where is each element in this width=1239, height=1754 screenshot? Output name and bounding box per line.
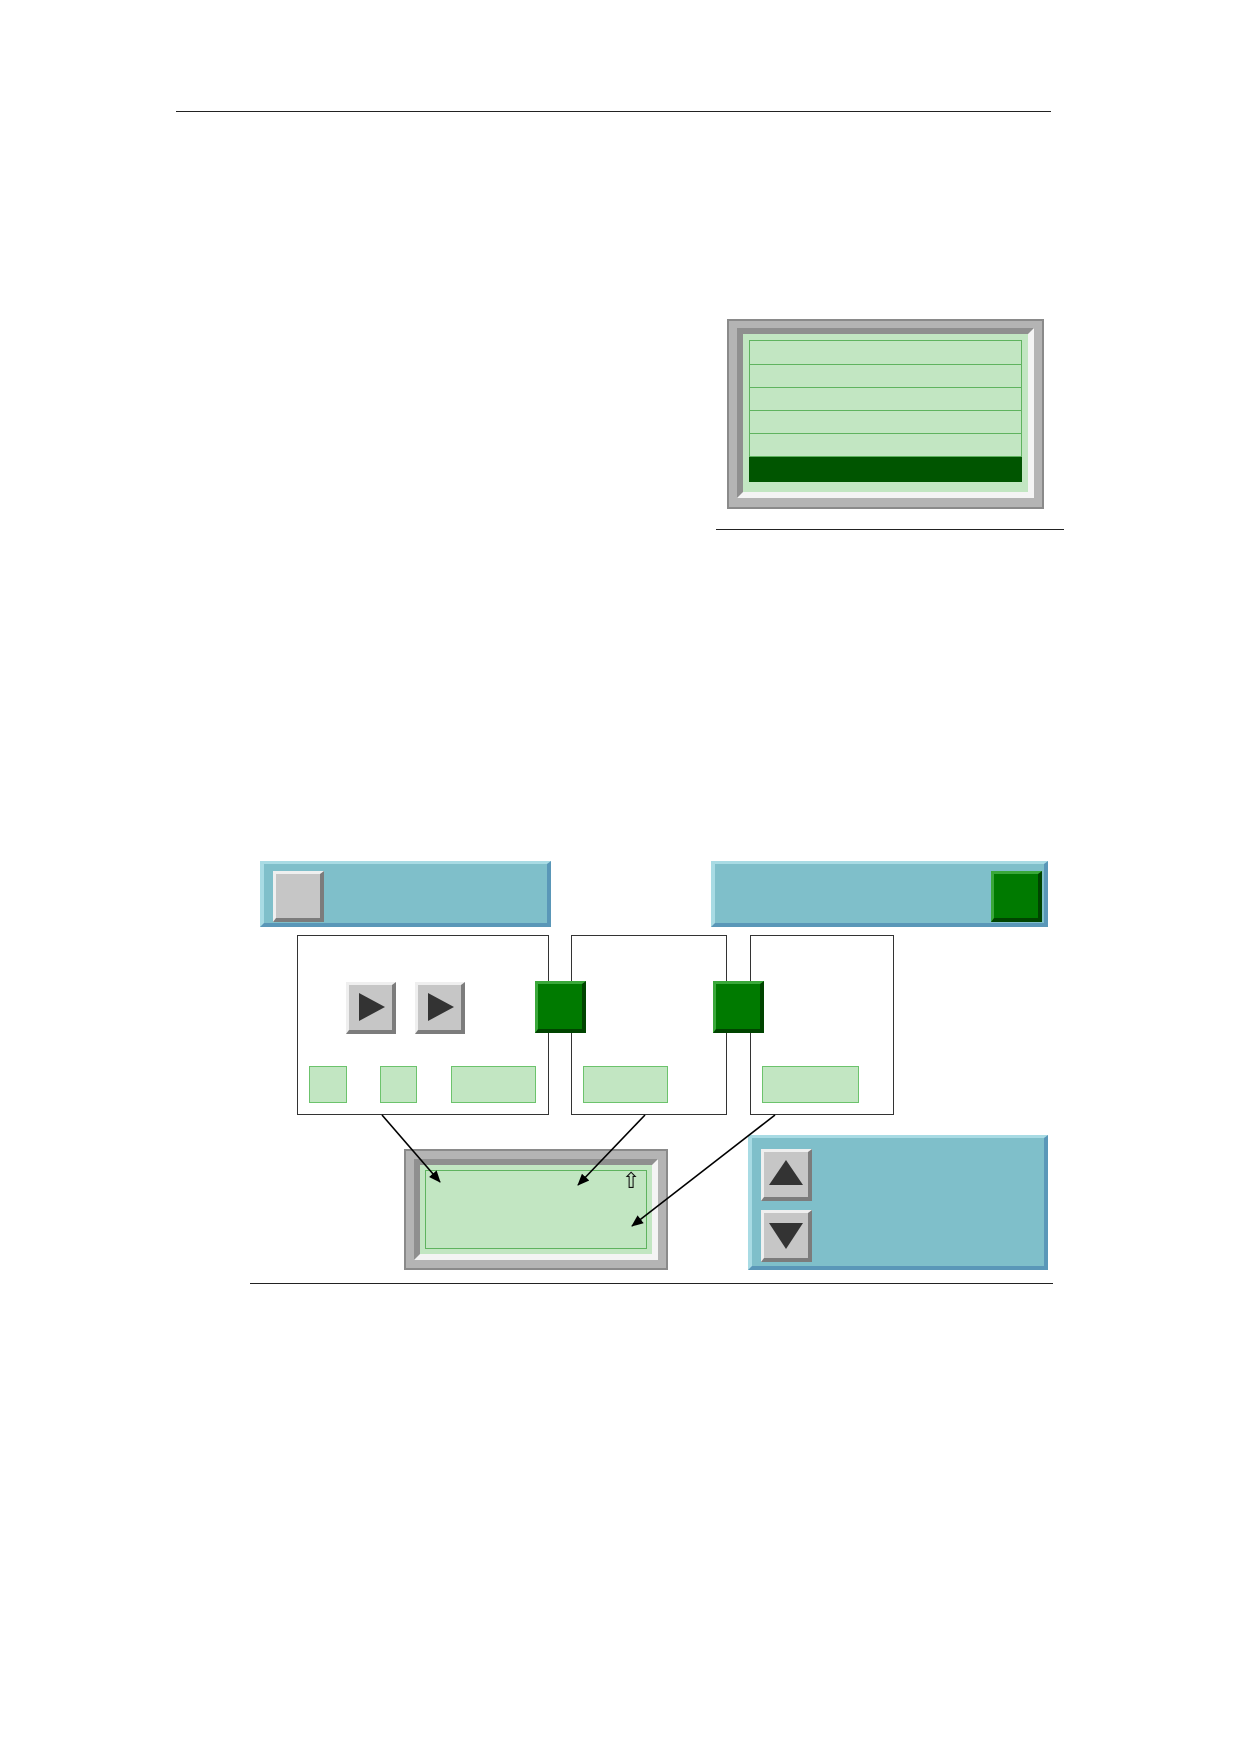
up-arrow-icon <box>769 1160 803 1185</box>
panel-2-field <box>583 1066 668 1103</box>
arrow-panel-3 <box>631 1114 776 1227</box>
connector-button-2[interactable] <box>713 981 764 1033</box>
header-rule <box>176 111 1051 112</box>
green-key-button[interactable] <box>991 871 1042 922</box>
lcd-menu-row[interactable] <box>749 364 1022 387</box>
play-button-1[interactable] <box>346 982 396 1034</box>
panel-1-field-3 <box>451 1066 536 1103</box>
panel-3 <box>750 935 894 1115</box>
connector-arrows <box>381 1114 776 1227</box>
arrow-panel-1 <box>381 1114 441 1183</box>
left-key-bar <box>260 861 551 927</box>
play-icon <box>428 993 454 1021</box>
figure-rule-top <box>716 529 1064 530</box>
lcd-menu-row[interactable] <box>749 340 1022 364</box>
panel-2 <box>571 935 727 1115</box>
grey-key-button[interactable] <box>273 871 324 922</box>
lcd-menu-display <box>727 319 1044 509</box>
lcd-input-screen: ⇧ <box>414 1159 658 1260</box>
down-arrow-button[interactable] <box>761 1210 812 1262</box>
lcd-menu-list <box>749 340 1022 486</box>
arrow-panel-2 <box>577 1114 646 1186</box>
shift-indicator-icon: ⇧ <box>622 1169 641 1194</box>
play-icon <box>359 993 385 1021</box>
lcd-menu-screen <box>737 328 1034 498</box>
lcd-input-display: ⇧ <box>404 1149 668 1270</box>
play-button-2[interactable] <box>415 982 465 1034</box>
panel-3-field <box>762 1066 859 1103</box>
panel-1-field-2 <box>380 1066 417 1103</box>
lcd-menu-row[interactable] <box>749 410 1022 433</box>
down-arrow-icon <box>769 1223 803 1249</box>
connector-button-1[interactable] <box>535 981 586 1033</box>
key-diagram: ⇧ <box>260 861 1048 1270</box>
figure-rule-bottom <box>250 1283 1053 1284</box>
lcd-menu-row[interactable] <box>749 433 1022 457</box>
lcd-input-area <box>425 1170 647 1249</box>
panel-1-field-1 <box>309 1066 347 1103</box>
nav-key-block <box>748 1135 1048 1270</box>
right-key-bar <box>711 861 1048 927</box>
up-arrow-button[interactable] <box>761 1149 812 1201</box>
lcd-menu-row-selected[interactable] <box>749 457 1022 482</box>
lcd-menu-row[interactable] <box>749 387 1022 410</box>
